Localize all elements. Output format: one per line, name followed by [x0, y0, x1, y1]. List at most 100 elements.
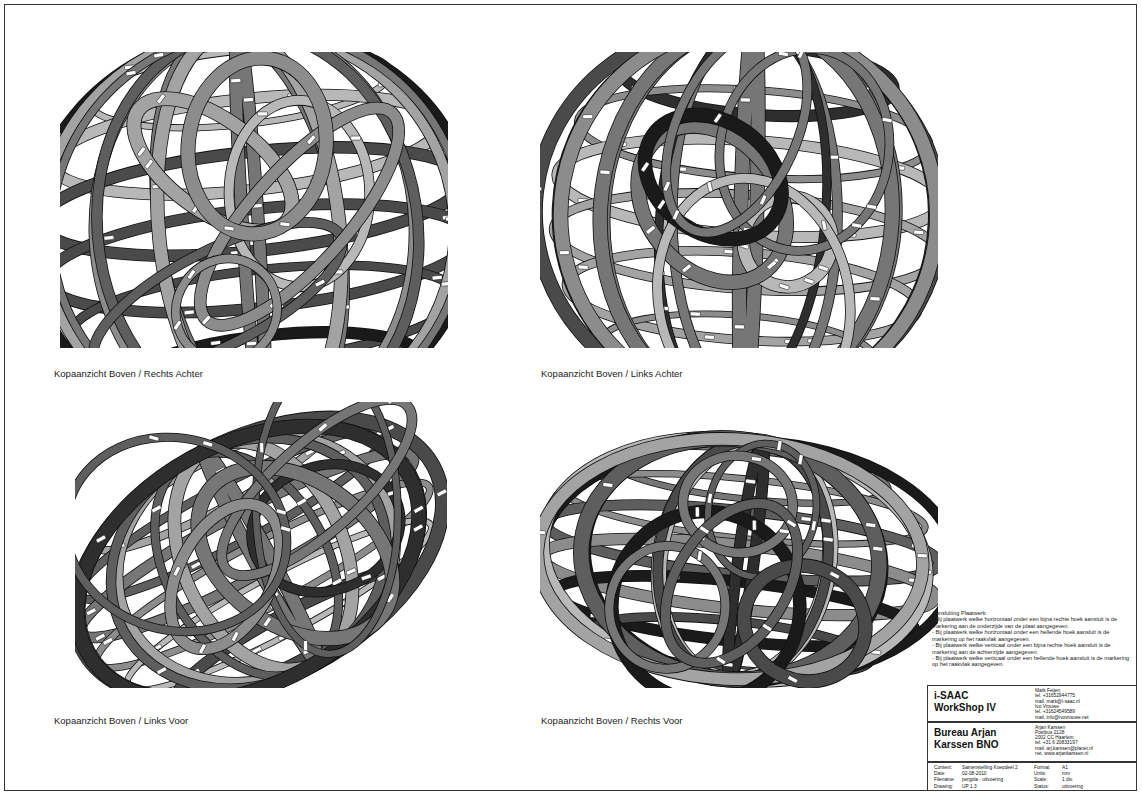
part-tag	[102, 637, 113, 645]
part-tag	[804, 277, 815, 284]
part-tag	[173, 320, 182, 331]
part-tag	[280, 222, 290, 227]
plate-band	[60, 52, 448, 348]
plate-band	[75, 402, 447, 688]
view-caption: Kopaanzicht Boven / Links Voor	[54, 716, 374, 727]
title-block-text: 02-08-2010	[962, 771, 1026, 777]
part-tag	[540, 530, 546, 534]
part-tag	[646, 225, 656, 234]
part-tag	[346, 568, 357, 576]
band-edge	[60, 52, 448, 348]
part-tag	[361, 574, 372, 581]
company-name: i-SAAC WorkShop IV	[934, 690, 1014, 713]
title-block-text: Filename:	[934, 777, 962, 783]
band-edge	[60, 52, 448, 348]
part-tag	[583, 115, 593, 119]
part-tag	[151, 505, 162, 513]
part-tag	[914, 230, 924, 235]
part-tag	[303, 641, 307, 651]
part-tag	[882, 117, 893, 123]
part-tag	[315, 279, 326, 287]
title-block-text: Samenstelling Koepdeel 2	[962, 765, 1026, 771]
band-edge	[589, 52, 904, 348]
part-tag	[866, 522, 876, 527]
plate-band	[75, 411, 310, 658]
part-tag	[231, 631, 239, 642]
part-tag	[818, 265, 829, 272]
part-tag	[436, 489, 447, 497]
title-block-text: Arjan Karssen	[1035, 725, 1135, 731]
part-tag	[231, 78, 241, 83]
part-tag	[156, 94, 165, 104]
title-block-text: Postbus 2128	[1035, 730, 1135, 736]
part-tag	[801, 516, 811, 521]
part-tag	[851, 223, 862, 229]
part-tag	[559, 251, 569, 255]
part-tag	[697, 551, 702, 561]
note-text: - Bij plaatwerk welke horizontaal onder …	[932, 616, 1132, 629]
band-edge	[71, 52, 445, 348]
dome-view	[540, 52, 938, 348]
part-tag	[777, 440, 783, 451]
part-tag	[603, 482, 613, 487]
part-tag	[821, 518, 831, 523]
part-tag	[762, 623, 773, 632]
part-tag	[351, 136, 361, 140]
part-tag	[202, 441, 213, 448]
part-tag	[641, 162, 650, 173]
company-name: Bureau Arjan Karssen BNO	[934, 727, 1026, 750]
plate-band	[156, 239, 297, 348]
part-tag	[663, 181, 671, 192]
part-tag	[707, 182, 713, 193]
title-block-text: A1	[1062, 765, 1126, 771]
title-block-text: pergola - uitvoering	[962, 777, 1026, 783]
part-tag	[672, 209, 680, 220]
plate-band	[60, 52, 448, 348]
title-block-text: Scale:	[1034, 777, 1062, 783]
dome-view	[60, 52, 448, 348]
part-tag	[280, 526, 291, 533]
part-tag	[778, 52, 789, 57]
title-block-cell: i-SAAC WorkShop IVMark Feijentel. +31652…	[927, 685, 1137, 722]
band-edge	[178, 52, 336, 242]
title-block-cell: Content:Samenstelling Koepdeel 2Date:02-…	[927, 762, 1137, 791]
title-block-text: Drawing:	[934, 784, 962, 790]
band-edge	[156, 239, 297, 348]
title-block-text: tel. +31652944775	[1035, 693, 1135, 699]
part-tag	[786, 519, 797, 528]
plate-band	[637, 52, 836, 254]
part-tag	[540, 186, 542, 191]
part-tag	[441, 281, 448, 286]
part-tag	[704, 335, 714, 340]
title-block-text: 1 div.	[1062, 777, 1126, 783]
title-block-text: Format:	[1034, 765, 1062, 771]
part-tag	[96, 535, 107, 543]
plate-band	[540, 416, 938, 688]
part-tag	[156, 667, 167, 675]
part-tag	[690, 312, 700, 317]
band-edge	[75, 402, 447, 688]
part-tag	[759, 195, 767, 206]
part-tag	[306, 135, 316, 145]
view-caption: Kopaanzicht Boven / Links Achter	[541, 369, 861, 380]
part-tag	[260, 443, 264, 453]
plate-band	[638, 480, 825, 687]
title-block-text: mail. info@ivovrouwe.net	[1035, 715, 1135, 721]
note-text: Aansluiting Plaatwerk:	[932, 610, 1132, 616]
plate-band	[540, 52, 938, 348]
title-block-text: Units:	[1034, 771, 1062, 777]
part-tag	[699, 526, 710, 535]
part-tag	[734, 325, 744, 329]
part-tag	[243, 97, 253, 102]
plate-band	[178, 52, 336, 242]
part-tag	[276, 509, 287, 516]
part-tag	[873, 546, 883, 551]
title-block-cell: Bureau Arjan Karssen BNO Arjan KarssenPos…	[927, 722, 1137, 762]
part-tag	[682, 264, 692, 273]
note-text: - Bij plaatwerk welke verticaal onder ee…	[932, 655, 1132, 668]
part-tag	[318, 423, 328, 433]
title-block-text: mail. arj.karssen@planet.nl	[1035, 746, 1135, 752]
title-block-text: tel. +31 6 20833197	[1035, 740, 1135, 746]
band-edge	[75, 411, 310, 658]
part-tag	[173, 566, 181, 577]
